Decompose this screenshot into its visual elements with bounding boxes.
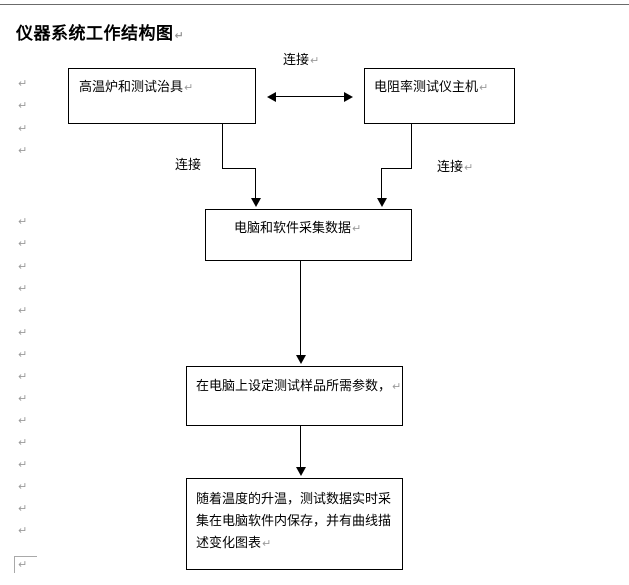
edge-label-left-text: 连接 (175, 157, 202, 172)
flow-node-realtime-record-label: 随着温度的升温，测试数据实时采集在电脑软件内保存，并有曲线描述变化图表↵ (196, 491, 392, 550)
margin-paragraph-mark-icon: ↵ (18, 282, 28, 295)
connector-parameters-record-line (300, 426, 301, 470)
margin-paragraph-mark-icon: ↵ (18, 237, 28, 250)
paragraph-mark-icon: ↵ (174, 29, 185, 42)
edge-label-top: 连接↵ (283, 52, 319, 69)
margin-paragraph-mark-icon: ↵ (18, 524, 28, 537)
margin-paragraph-mark-icon: ↵ (18, 480, 28, 493)
margin-paragraph-mark-icon: ↵ (18, 436, 28, 449)
flow-node-realtime-record[interactable]: 随着温度的升温，测试数据实时采集在电脑软件内保存，并有曲线描述变化图表↵ (186, 478, 403, 570)
margin-paragraph-mark-icon: ↵ (18, 304, 28, 317)
paragraph-mark-icon: ↵ (352, 223, 362, 235)
flow-node-resistivity-tester[interactable]: 电阻率测试仪主机↵ (364, 68, 515, 124)
page-title-text: 仪器系统工作结构图 (16, 24, 174, 44)
edge-label-right: 连接↵ (437, 159, 473, 176)
flow-node-furnace[interactable]: 高温炉和测试治具↵ (68, 68, 256, 124)
edge-label-left: 连接 (175, 157, 201, 173)
top-divider (0, 4, 629, 5)
margin-paragraph-mark-icon: ↵ (18, 77, 28, 90)
connector-computer-parameters-arrowhead (296, 355, 306, 364)
flow-node-set-parameters-label: 在电脑上设定测试样品所需参数，↵ (196, 378, 402, 393)
margin-paragraph-mark-icon: ↵ (18, 370, 28, 383)
margin-paragraph-mark-icon: ↵ (18, 215, 28, 228)
connector-furnace-tester-arrowhead-left (267, 92, 276, 102)
connector-furnace-computer-seg3 (255, 168, 256, 200)
paragraph-mark-icon: ↵ (464, 162, 474, 174)
flow-node-computer-acquisition-label: 电脑和软件采集数据↵ (234, 220, 362, 235)
flow-node-set-parameters[interactable]: 在电脑上设定测试样品所需参数，↵ (186, 366, 403, 426)
connector-furnace-tester-arrowhead-right (344, 92, 353, 102)
connector-furnace-computer-arrowhead (251, 198, 261, 207)
margin-paragraph-mark-icon: ↵ (18, 414, 28, 427)
margin-paragraph-mark-icon: ↵ (18, 260, 28, 273)
text-boundary-corner-mark (14, 556, 37, 573)
connector-parameters-record-arrowhead (296, 467, 306, 476)
flow-node-furnace-label: 高温炉和测试治具↵ (79, 79, 194, 94)
margin-paragraph-mark-icon: ↵ (18, 558, 28, 571)
paragraph-mark-icon: ↵ (310, 55, 320, 67)
connector-furnace-computer-seg1 (222, 124, 223, 169)
paragraph-mark-icon: ↵ (479, 82, 489, 94)
paragraph-mark-icon: ↵ (392, 381, 402, 393)
margin-paragraph-mark-icon: ↵ (18, 144, 28, 157)
margin-paragraph-mark-icon: ↵ (18, 458, 28, 471)
paragraph-mark-icon: ↵ (262, 538, 272, 550)
connector-furnace-computer-seg2 (222, 168, 256, 169)
edge-label-top-text: 连接 (283, 52, 310, 67)
margin-paragraph-mark-icon: ↵ (18, 348, 28, 361)
margin-paragraph-mark-icon: ↵ (18, 99, 28, 112)
connector-tester-computer-arrowhead (377, 198, 387, 207)
connector-tester-computer-seg2 (381, 168, 412, 169)
page-title: 仪器系统工作结构图↵ (16, 19, 184, 44)
connector-tester-computer-seg1 (411, 124, 412, 169)
margin-paragraph-mark-icon: ↵ (18, 122, 28, 135)
edge-label-right-text: 连接 (437, 159, 464, 174)
connector-furnace-tester-line (275, 96, 345, 97)
flow-node-computer-acquisition[interactable]: 电脑和软件采集数据↵ (205, 209, 412, 261)
margin-paragraph-mark-icon: ↵ (18, 392, 28, 405)
margin-paragraph-mark-icon: ↵ (18, 326, 28, 339)
margin-paragraph-mark-icon: ↵ (18, 502, 28, 515)
connector-tester-computer-seg3 (381, 168, 382, 200)
flow-node-resistivity-tester-label: 电阻率测试仪主机↵ (374, 79, 489, 94)
paragraph-mark-icon: ↵ (184, 82, 194, 94)
connector-computer-parameters-line (300, 261, 301, 357)
